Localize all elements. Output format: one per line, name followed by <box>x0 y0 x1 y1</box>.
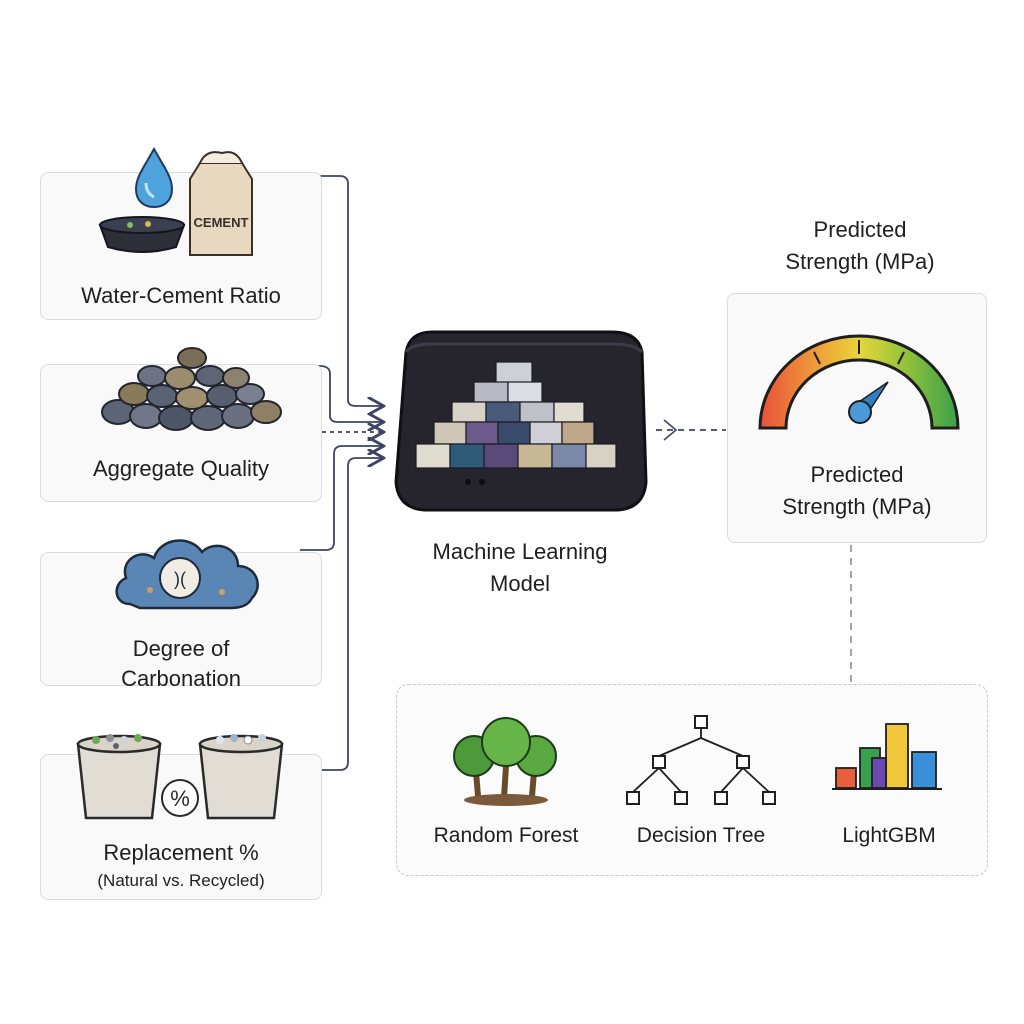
input-card-water-cement <box>40 172 322 320</box>
output-title-line1: Predicted <box>813 217 907 242</box>
svg-text:)(: )( <box>174 569 186 589</box>
algorithm-label-random-forest: Random Forest <box>433 824 579 847</box>
aggregate-pile-icon <box>101 347 282 431</box>
random-forest-icon <box>453 717 557 806</box>
output-title: Predicted Strength (MPa) <box>740 214 980 278</box>
input-label-carbonation-line2: Carbonation <box>121 666 241 691</box>
algorithm-label-decision-tree: Decision Tree <box>636 824 766 847</box>
model-label-line2: Model <box>490 571 550 596</box>
carbonation-cloud-icon: )( <box>115 539 259 610</box>
connector-water-cement <box>262 175 382 406</box>
decision-tree-icon <box>626 715 776 805</box>
lightgbm-bars-icon <box>832 723 942 790</box>
input-label-water-cement: Water-Cement Ratio <box>81 283 281 308</box>
connector-replacement <box>322 458 382 771</box>
input-label-replacement: Replacement % <box>103 840 259 865</box>
water-cement-icon: CEMENT <box>98 146 253 256</box>
output-title-line2: Strength (MPa) <box>785 249 935 274</box>
cement-bag-label: CEMENT <box>194 215 249 230</box>
strength-gauge-icon <box>758 334 960 430</box>
model-label: Machine Learning Model <box>380 536 660 600</box>
input-label-aggregate: Aggregate Quality <box>92 456 270 481</box>
input-label-carbonation-line1: Degree of <box>132 636 230 661</box>
output-label-line2: Strength (MPa) <box>782 494 932 519</box>
algorithm-label-lightgbm: LightGBM <box>842 824 936 847</box>
connector-aggregate <box>262 365 382 422</box>
output-label-line1: Predicted <box>810 462 904 487</box>
connector-carbonation <box>300 446 382 551</box>
replacement-buckets-icon: % <box>76 734 284 820</box>
percent-symbol: % <box>170 786 190 811</box>
ml-model-box-icon <box>394 330 648 512</box>
input-sublabel-replacement: (Natural vs. Recycled) <box>97 871 265 890</box>
model-label-line1: Machine Learning <box>432 539 608 564</box>
